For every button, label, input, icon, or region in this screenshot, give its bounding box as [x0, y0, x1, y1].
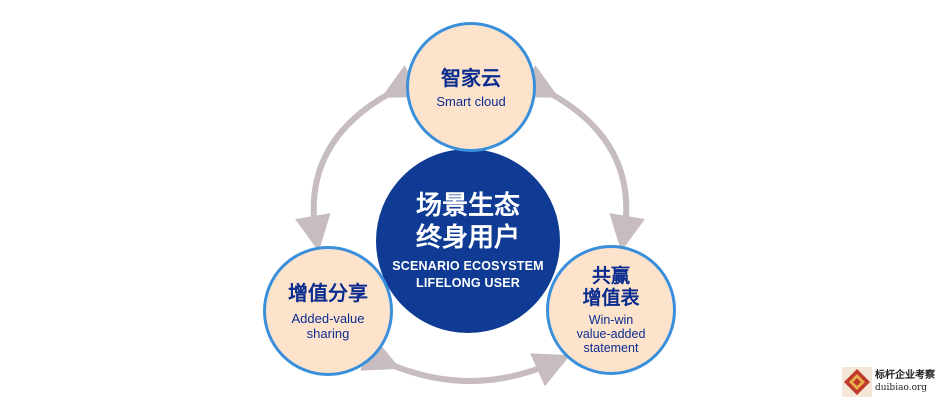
- added-value-zh: 增值分享: [288, 281, 368, 305]
- win-win-statement-node: 共赢 增值表 Win-win value-added statement: [546, 245, 676, 375]
- arrow-top-left: [295, 65, 422, 252]
- win-win-en-line3: statement: [583, 341, 639, 355]
- diamond-logo-icon: [842, 367, 872, 397]
- center-en-line2: LIFELONG USER: [416, 276, 520, 290]
- added-value-sharing-node: 增值分享 Added-value sharing: [263, 246, 393, 376]
- center-zh-line1: 场景生态: [415, 191, 520, 221]
- center-node: 场景生态 终身用户 SCENARIO ECOSYSTEM LIFELONG US…: [376, 149, 560, 333]
- added-value-en-line1: Added-value: [291, 311, 365, 326]
- win-win-en-line1: Win-win: [588, 313, 634, 327]
- arrow-top-right: [518, 65, 645, 252]
- center-en-line1: SCENARIO ECOSYSTEM: [392, 259, 544, 273]
- added-value-en-line2: sharing: [306, 326, 350, 341]
- smart-cloud-en: Smart cloud: [436, 93, 506, 109]
- smart-cloud-zh: 智家云: [441, 65, 501, 90]
- watermark-zh: 标杆企业考察: [875, 370, 935, 381]
- center-zh-line2: 终身用户: [415, 223, 520, 253]
- smart-cloud-node: 智家云 Smart cloud: [406, 22, 536, 152]
- win-win-en-line2: value-added: [576, 327, 646, 341]
- arrow-left-right: [360, 337, 571, 387]
- watermark: 标杆企业考察 duibiao.org: [842, 366, 938, 398]
- win-win-zh-line2: 增值表: [582, 287, 640, 309]
- win-win-zh-line1: 共赢: [591, 265, 630, 287]
- watermark-en: duibiao.org: [875, 383, 928, 393]
